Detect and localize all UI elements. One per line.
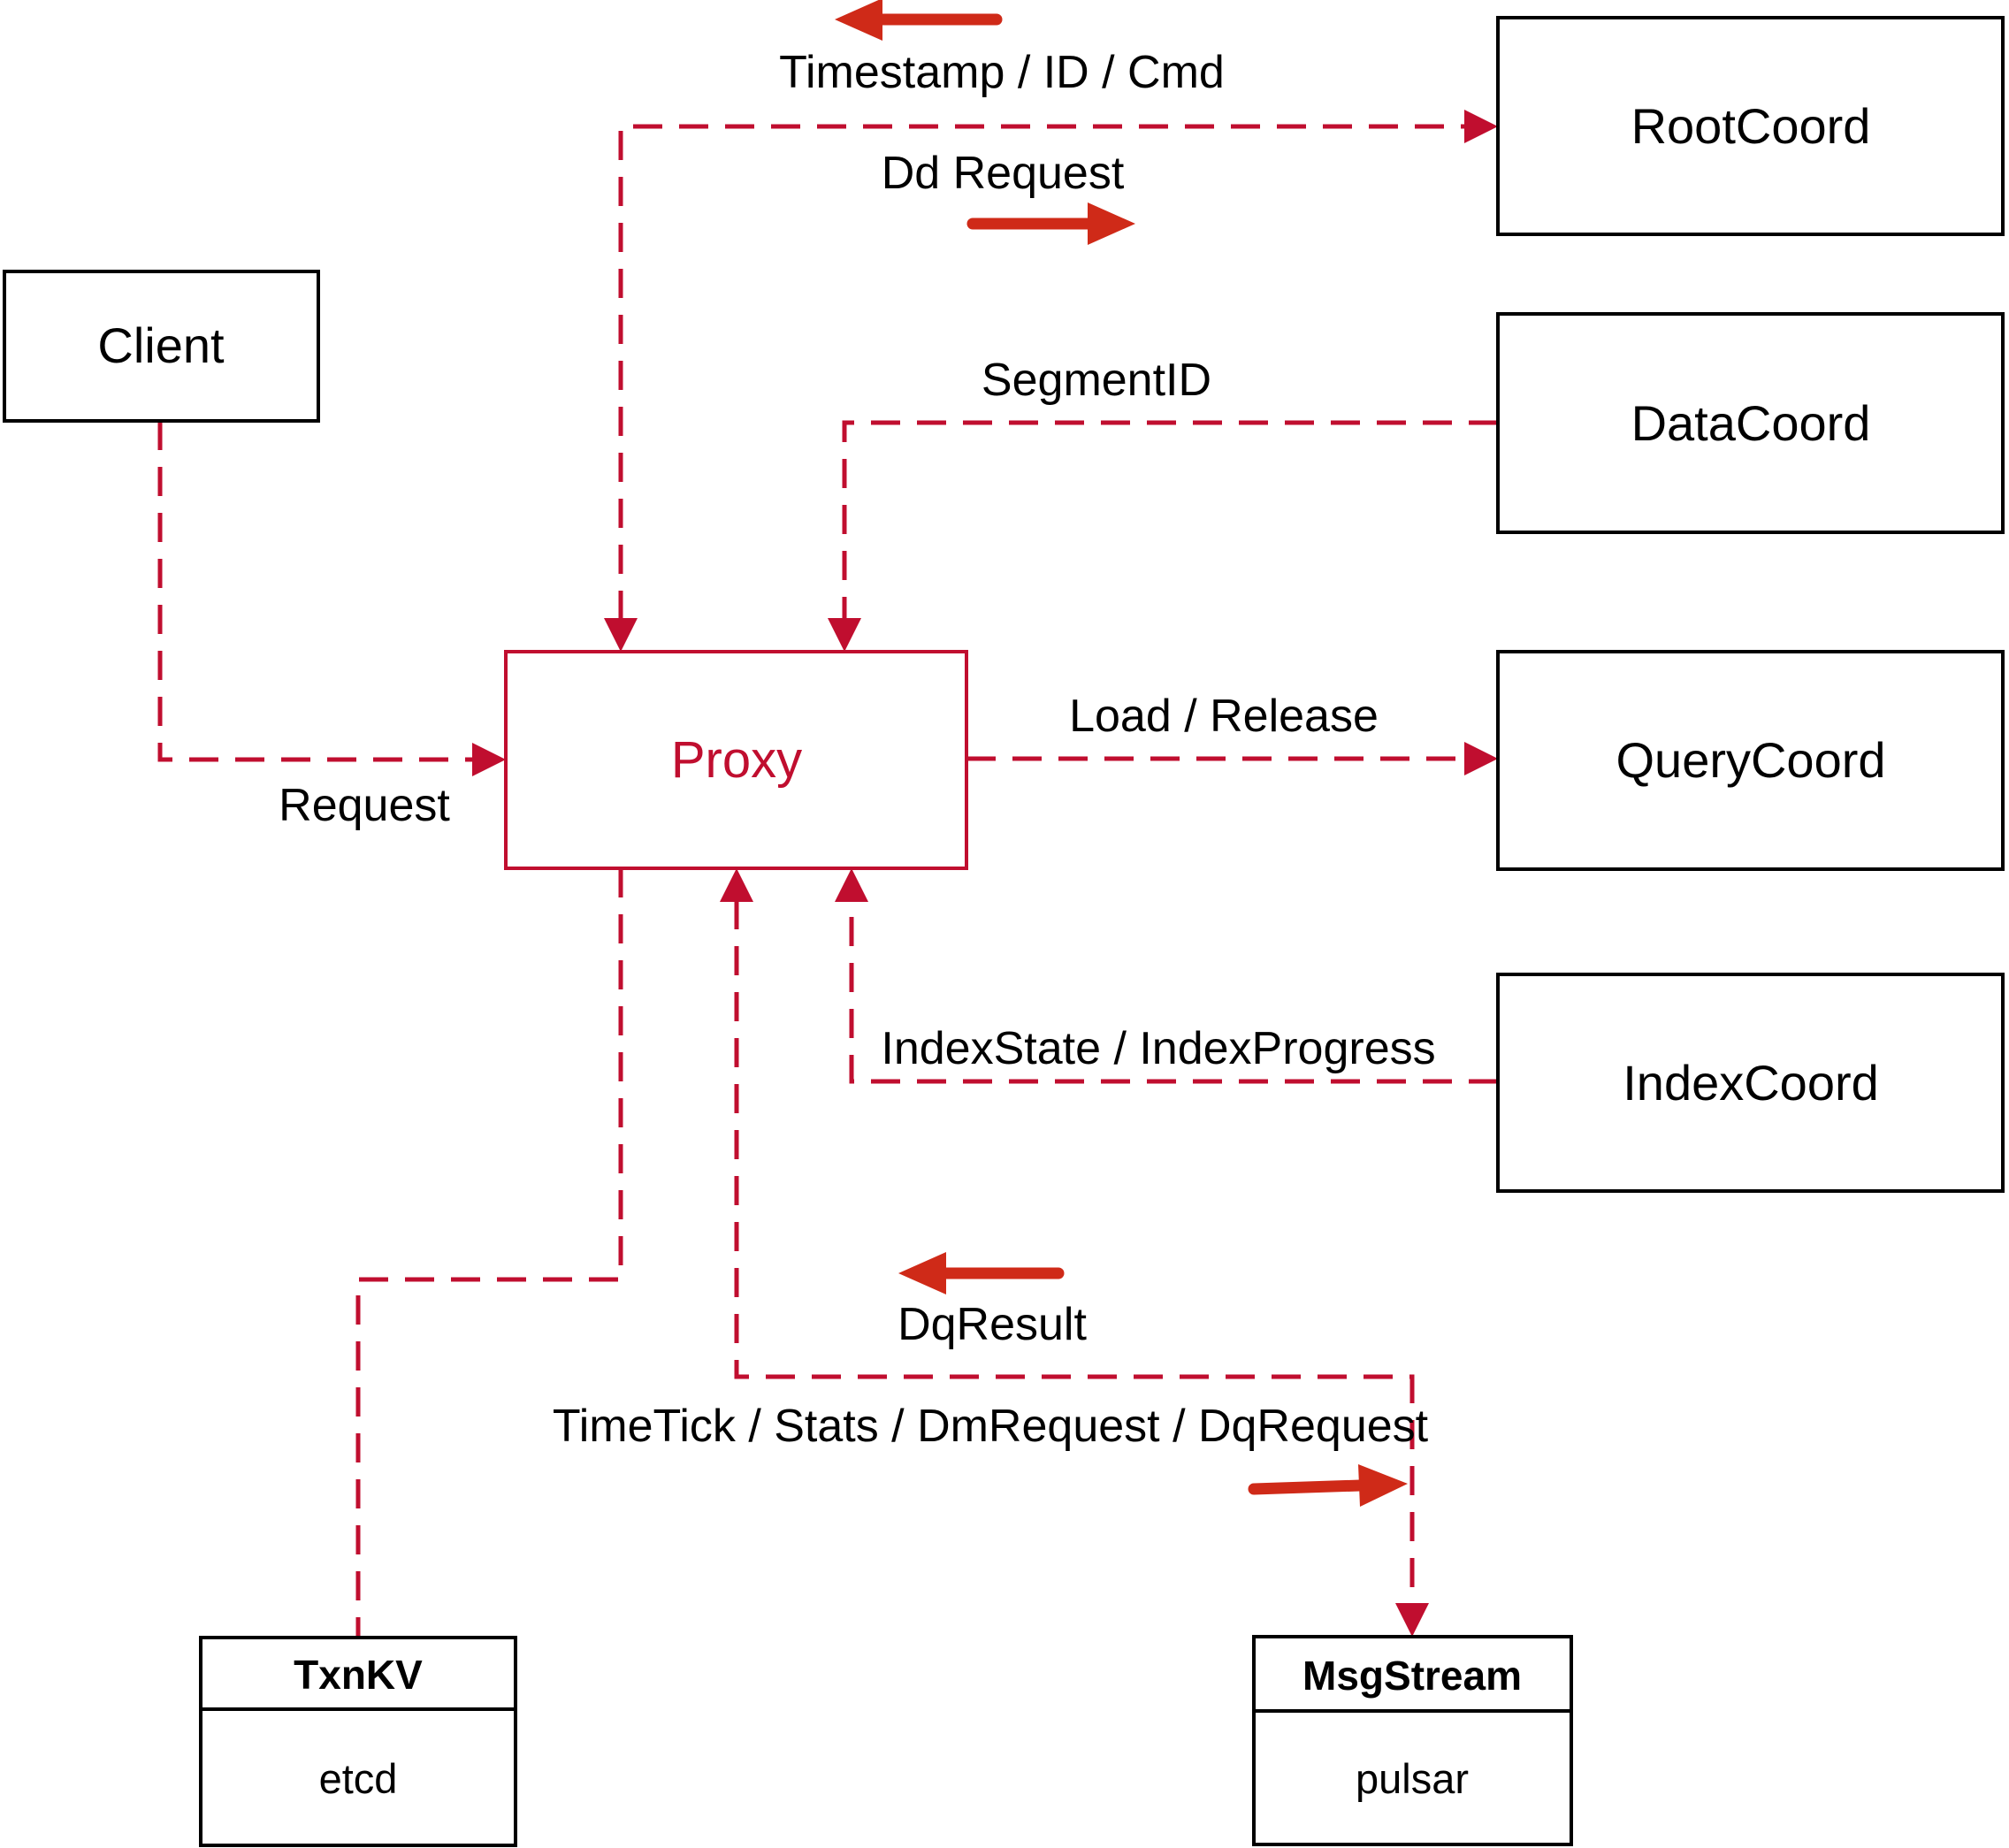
edge-proxy-rootcoord — [618, 124, 1464, 620]
arrowhead-into-proxy-bottom-left — [720, 868, 753, 902]
edge-label-load-release: Load / Release — [1069, 691, 1379, 742]
node-querycoord-label: QueryCoord — [1616, 732, 1885, 788]
edge-label-timetick-stats-dmrequest-dqrequest: TimeTick / Stats / DmRequest / DqRequest — [553, 1401, 1429, 1452]
edge-client-to-proxy — [157, 421, 474, 762]
node-indexcoord-label: IndexCoord — [1623, 1055, 1879, 1111]
node-msgstream-title: MsgStream — [1302, 1653, 1522, 1699]
edge-datacoord-to-proxy — [842, 420, 1498, 620]
edge-label-request: Request — [279, 780, 450, 831]
node-txnkv-title: TxnKV — [294, 1652, 423, 1698]
node-datacoord-label: DataCoord — [1631, 395, 1871, 451]
timetick-right-arrow-icon-head — [1358, 1464, 1408, 1507]
arrowhead-into-proxy-bottom-right — [835, 868, 868, 902]
edge-proxy-txnkv — [355, 868, 623, 1638]
node-rootcoord — [1496, 16, 2005, 236]
arrowhead-into-proxy-left — [472, 743, 506, 776]
edge-label-segmentid: SegmentID — [982, 355, 1211, 406]
right-arrow-icon-head — [1088, 202, 1135, 245]
arrowhead-into-proxy-top-right — [828, 618, 861, 652]
node-client-label: Client — [97, 317, 225, 373]
timetick-right-arrow-icon — [1248, 1479, 1366, 1495]
node-txnkv-subtitle: etcd — [319, 1755, 398, 1802]
edge-label-timestamp-id-cmd: Timestamp / ID / Cmd — [779, 47, 1225, 98]
node-indexcoord — [1496, 973, 2005, 1193]
edge-proxy-msgstream — [734, 900, 1415, 1605]
node-datacoord — [1496, 312, 2005, 534]
node-msgstream — [1252, 1635, 1573, 1846]
node-proxy — [504, 650, 968, 870]
node-rootcoord-label: RootCoord — [1631, 98, 1871, 154]
node-querycoord — [1496, 650, 2005, 871]
arrowhead-into-msgstream — [1395, 1603, 1429, 1637]
edge-indexcoord-to-proxy — [849, 900, 1498, 1084]
node-txnkv — [199, 1636, 517, 1847]
edge-label-dd-request: Dd Request — [882, 148, 1125, 199]
dqresult-left-arrow-icon-head — [898, 1252, 946, 1294]
edge-label-dqresult: DqResult — [898, 1299, 1087, 1350]
node-msgstream-subtitle: pulsar — [1356, 1755, 1469, 1802]
node-proxy-label: Proxy — [671, 731, 802, 789]
arrowhead-into-rootcoord — [1464, 110, 1498, 143]
left-arrow-icon-head — [835, 0, 882, 41]
arrowhead-into-querycoord — [1464, 742, 1498, 775]
arrowhead-into-proxy-top-left — [604, 618, 638, 652]
node-client — [3, 270, 320, 423]
edge-label-indexstate-indexprogress: IndexState / IndexProgress — [881, 1023, 1435, 1074]
